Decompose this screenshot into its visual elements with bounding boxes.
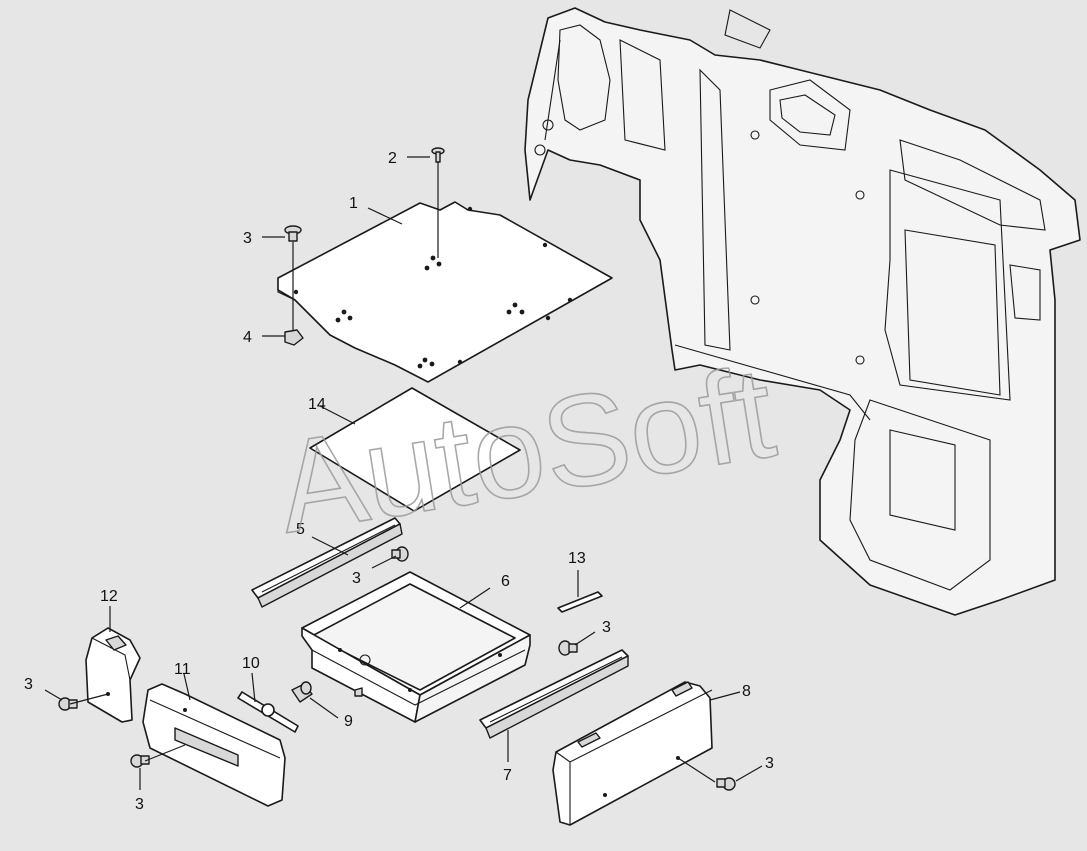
callout-3-right: 3 (765, 755, 774, 772)
screw-3-top (284, 225, 302, 330)
callout-10: 10 (242, 655, 260, 672)
clip-nut-4 (284, 329, 304, 346)
callout-1: 1 (349, 195, 358, 212)
screw-3-rail-right (558, 640, 578, 656)
callout-12: 12 (100, 588, 118, 605)
screw-3-right (716, 777, 736, 791)
callout-8: 8 (742, 683, 751, 700)
callout-3-left: 3 (24, 676, 33, 693)
watermark-text: AutoSoft (268, 338, 783, 560)
bracket-10 (237, 691, 299, 733)
callout-3-rail-right: 3 (602, 619, 611, 636)
callout-4: 4 (243, 329, 252, 346)
callout-14: 14 (308, 396, 326, 413)
screw-3-front (130, 754, 150, 768)
front-cover (142, 683, 286, 807)
cab-rear-wall (524, 7, 1081, 616)
screw-2 (431, 147, 445, 258)
callout-3-front: 3 (135, 796, 144, 813)
drawer-tray (301, 571, 531, 723)
leader-lines (44, 156, 763, 790)
callout-3-top: 3 (243, 230, 252, 247)
callout-6: 6 (501, 573, 510, 590)
right-cover (552, 681, 713, 826)
callout-11: 11 (174, 661, 191, 678)
callout-7: 7 (503, 767, 512, 784)
screw-3-left (58, 697, 78, 711)
insulation-mat (309, 387, 521, 512)
callout-13: 13 (568, 550, 586, 567)
side-bracket (85, 627, 141, 723)
floor-panel (277, 201, 613, 383)
callout-5: 5 (296, 521, 305, 538)
callouts: 1 2 3 4 5 3 6 13 3 12 11 10 3 9 3 7 8 3 … (24, 150, 774, 813)
slide-rail-left (251, 517, 403, 608)
slide-rail-right (479, 649, 629, 739)
screw-3-rail-left (391, 546, 409, 562)
callout-3-rail-left: 3 (352, 570, 361, 587)
callout-9: 9 (344, 713, 353, 730)
callout-2: 2 (388, 150, 397, 167)
fitting-9 (291, 681, 313, 703)
strip-13 (557, 591, 603, 613)
